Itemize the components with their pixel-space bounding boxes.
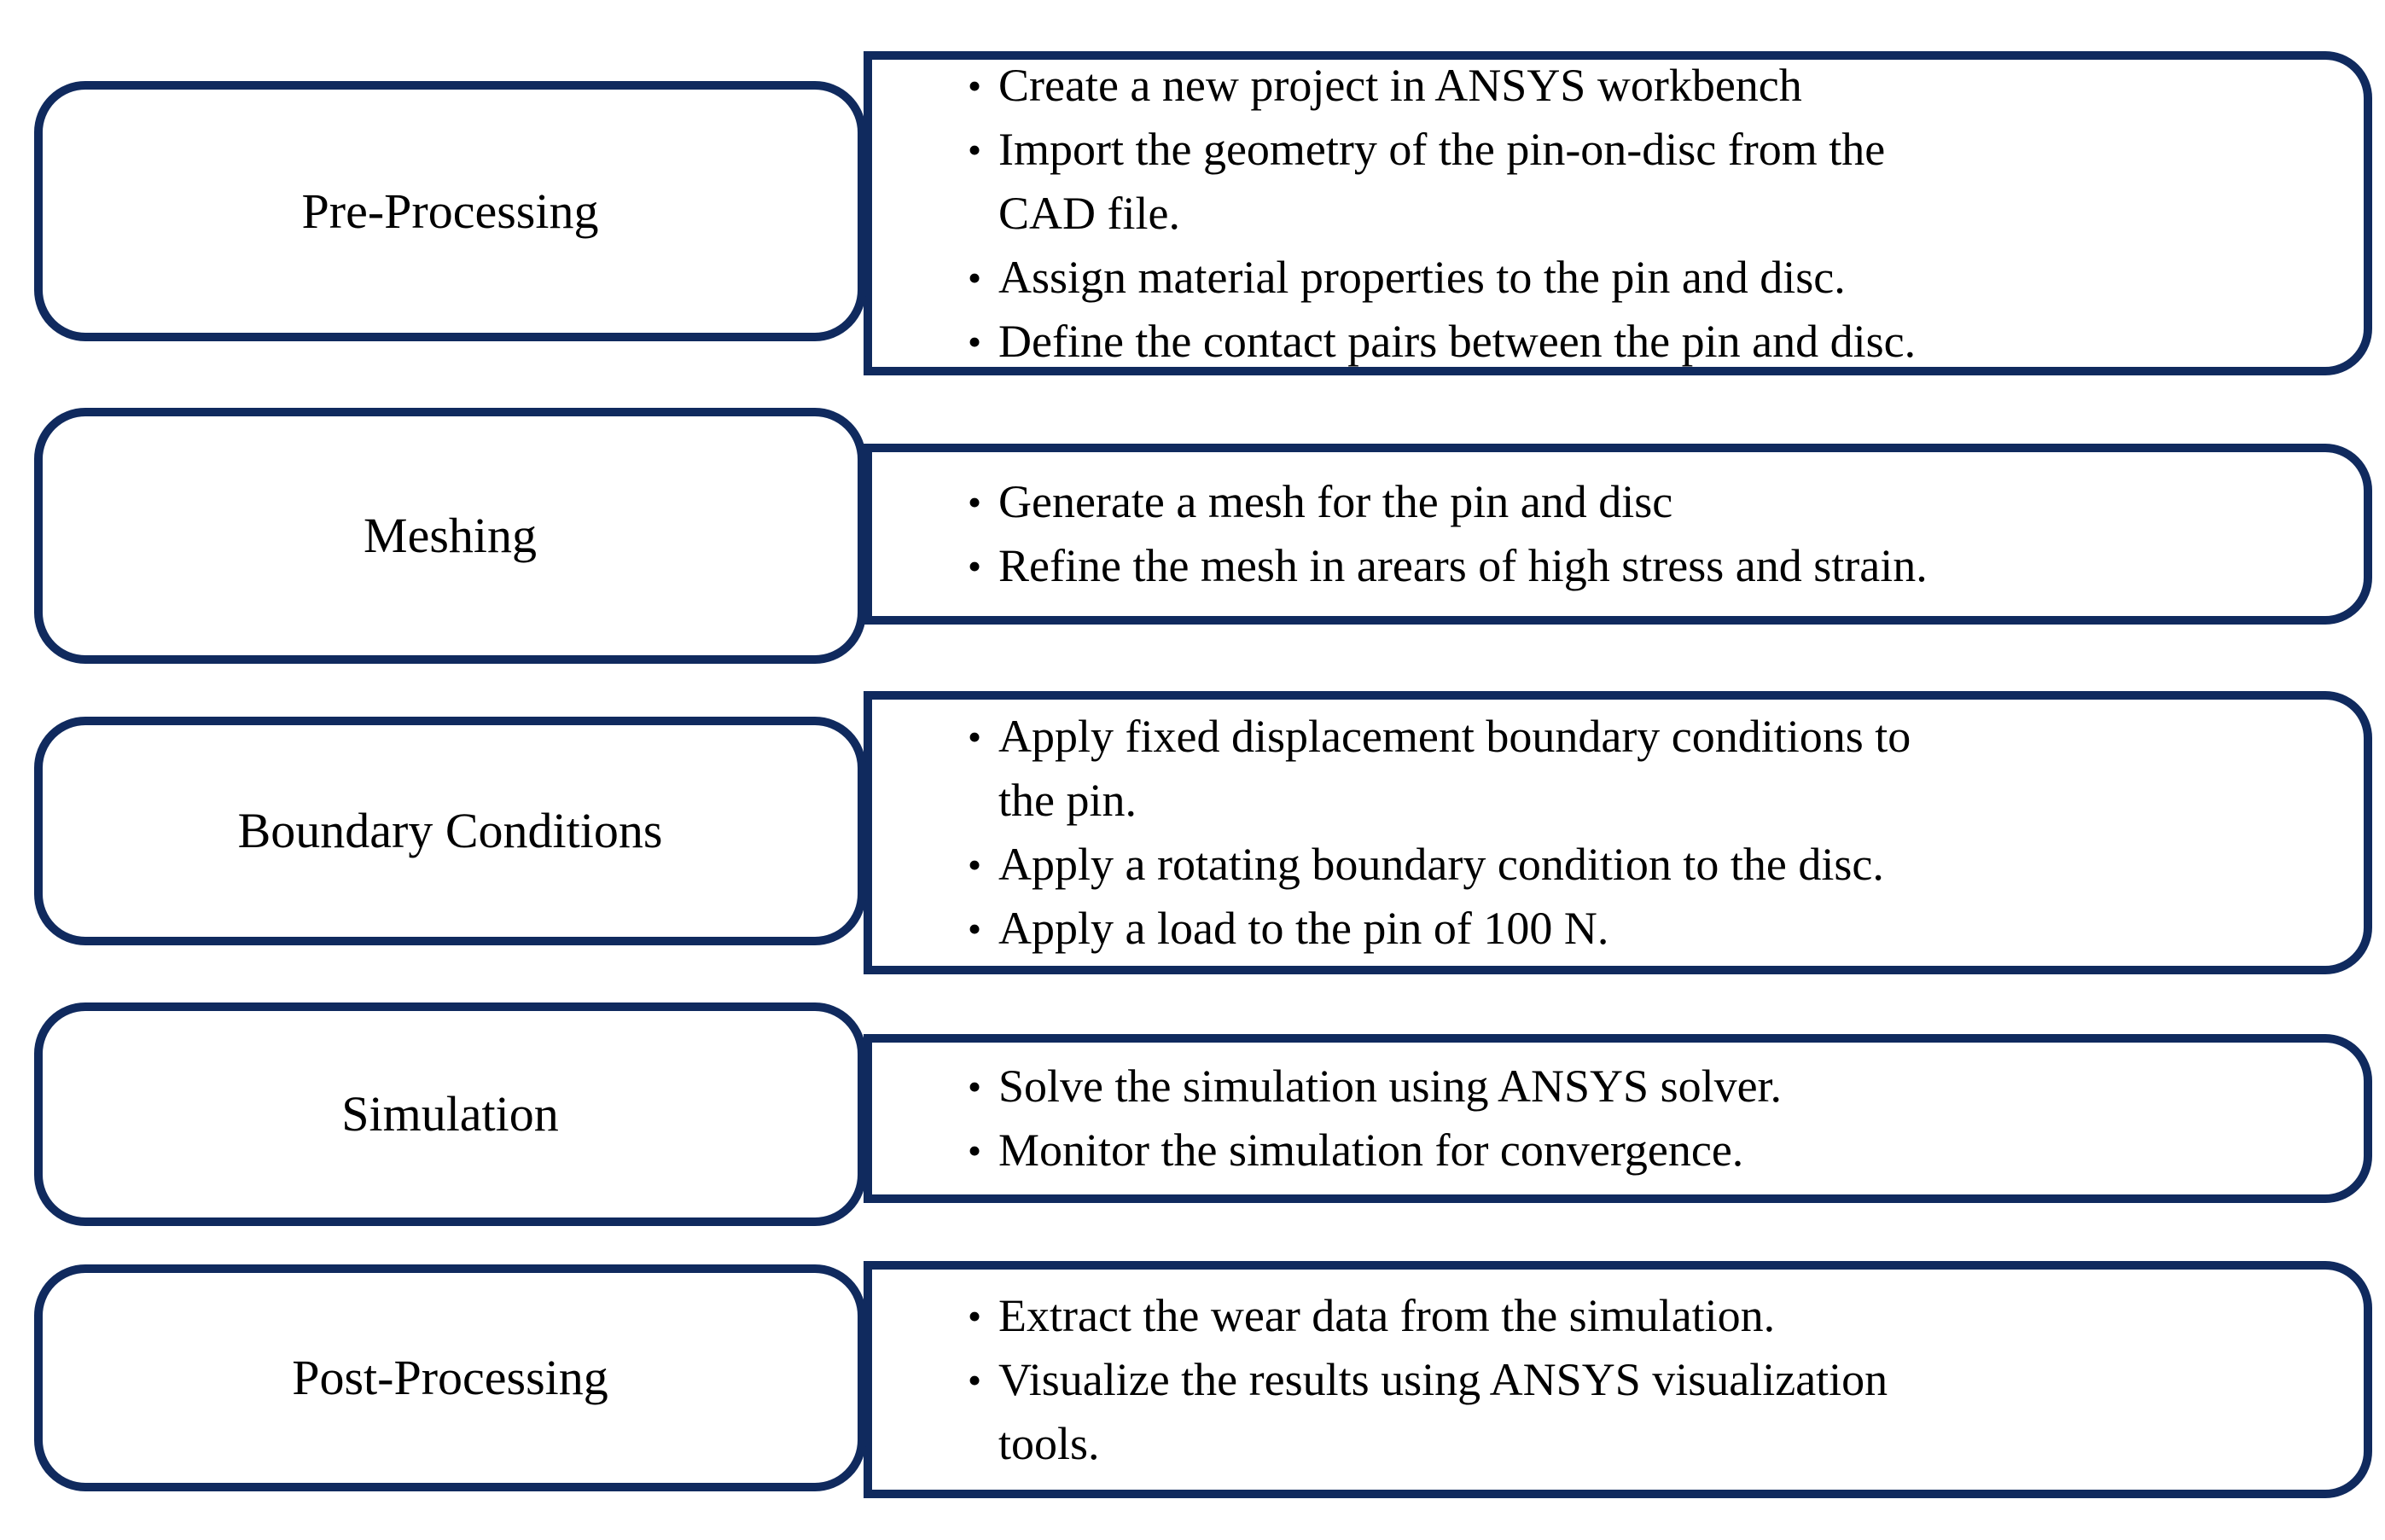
bullet-item: • Apply fixed displacement boundary cond… (968, 705, 2330, 833)
bullet-marker: • (968, 1065, 982, 1108)
bullet-marker: • (968, 255, 982, 299)
bullet-item: • Apply a load to the pin of 100 N. (968, 897, 2330, 961)
bullet-marker: • (968, 1293, 982, 1338)
bullet-marker: • (968, 63, 982, 108)
bullet-text: Assign material properties to the pin an… (998, 251, 1846, 303)
stage-label-boundary-conditions: Boundary Conditions (237, 803, 663, 859)
stage-box-meshing: Meshing (34, 408, 866, 664)
stage-label-pre-processing: Pre-Processing (301, 183, 599, 239)
bullet-text: Apply fixed displacement boundary condit… (998, 711, 1911, 826)
bullet-item: • Assign material properties to the pin … (968, 246, 2330, 310)
details-box-simulation: • Solve the simulation using ANSYS solve… (864, 1034, 2372, 1203)
bullet-item: • Refine the mesh in arears of high stre… (968, 534, 2330, 598)
details-box-meshing: • Generate a mesh for the pin and disc •… (864, 444, 2372, 625)
bullet-text: Monitor the simulation for convergence. (998, 1124, 1744, 1176)
bullet-marker: • (968, 544, 982, 588)
stage-box-simulation: Simulation (34, 1002, 866, 1226)
bullet-marker: • (968, 715, 982, 758)
details-box-post-processing: • Extract the wear data from the simulat… (864, 1261, 2372, 1498)
bullet-marker: • (968, 127, 982, 171)
bullet-text: Import the geometry of the pin-on-disc f… (998, 123, 1886, 239)
bullet-item: • Visualize the results using ANSYS visu… (968, 1348, 2330, 1476)
bullet-text: Apply a rotating boundary condition to t… (998, 839, 1884, 890)
details-box-boundary-conditions: • Apply fixed displacement boundary cond… (864, 691, 2372, 974)
bullet-text: Extract the wear data from the simulatio… (998, 1289, 1776, 1341)
bullet-text: Solve the simulation using ANSYS solver. (998, 1061, 1783, 1112)
bullet-marker: • (968, 907, 982, 950)
bullet-item: • Create a new project in ANSYS workbenc… (968, 54, 2330, 118)
bullet-text: Define the contact pairs between the pin… (998, 315, 1917, 367)
bullet-text: Generate a mesh for the pin and disc (998, 476, 1673, 527)
bullet-marker: • (968, 319, 982, 363)
bullet-item: • Apply a rotating boundary condition to… (968, 833, 2330, 897)
bullet-item: • Monitor the simulation for convergence… (968, 1119, 2330, 1183)
stage-box-pre-processing: Pre-Processing (34, 81, 866, 341)
bullet-text: Apply a load to the pin of 100 N. (998, 903, 1609, 954)
stage-label-simulation: Simulation (341, 1086, 559, 1142)
stage-box-post-processing: Post-Processing (34, 1264, 866, 1491)
stage-label-meshing: Meshing (364, 508, 537, 564)
bullet-marker: • (968, 843, 982, 886)
bullet-marker: • (968, 480, 982, 524)
stage-label-post-processing: Post-Processing (292, 1350, 608, 1406)
stage-box-boundary-conditions: Boundary Conditions (34, 717, 866, 945)
bullet-item: • Extract the wear data from the simulat… (968, 1284, 2330, 1348)
bullet-text: Visualize the results using ANSYS visual… (998, 1353, 1888, 1469)
details-box-pre-processing: • Create a new project in ANSYS workbenc… (864, 51, 2372, 375)
bullet-text: Refine the mesh in arears of high stress… (998, 540, 1928, 591)
bullet-item: • Import the geometry of the pin-on-disc… (968, 118, 2330, 246)
bullet-item: • Generate a mesh for the pin and disc (968, 470, 2330, 534)
bullet-marker: • (968, 1357, 982, 1402)
bullet-item: • Define the contact pairs between the p… (968, 310, 2330, 374)
bullet-text: Create a new project in ANSYS workbench (998, 59, 1802, 111)
bullet-item: • Solve the simulation using ANSYS solve… (968, 1055, 2330, 1119)
bullet-marker: • (968, 1129, 982, 1172)
